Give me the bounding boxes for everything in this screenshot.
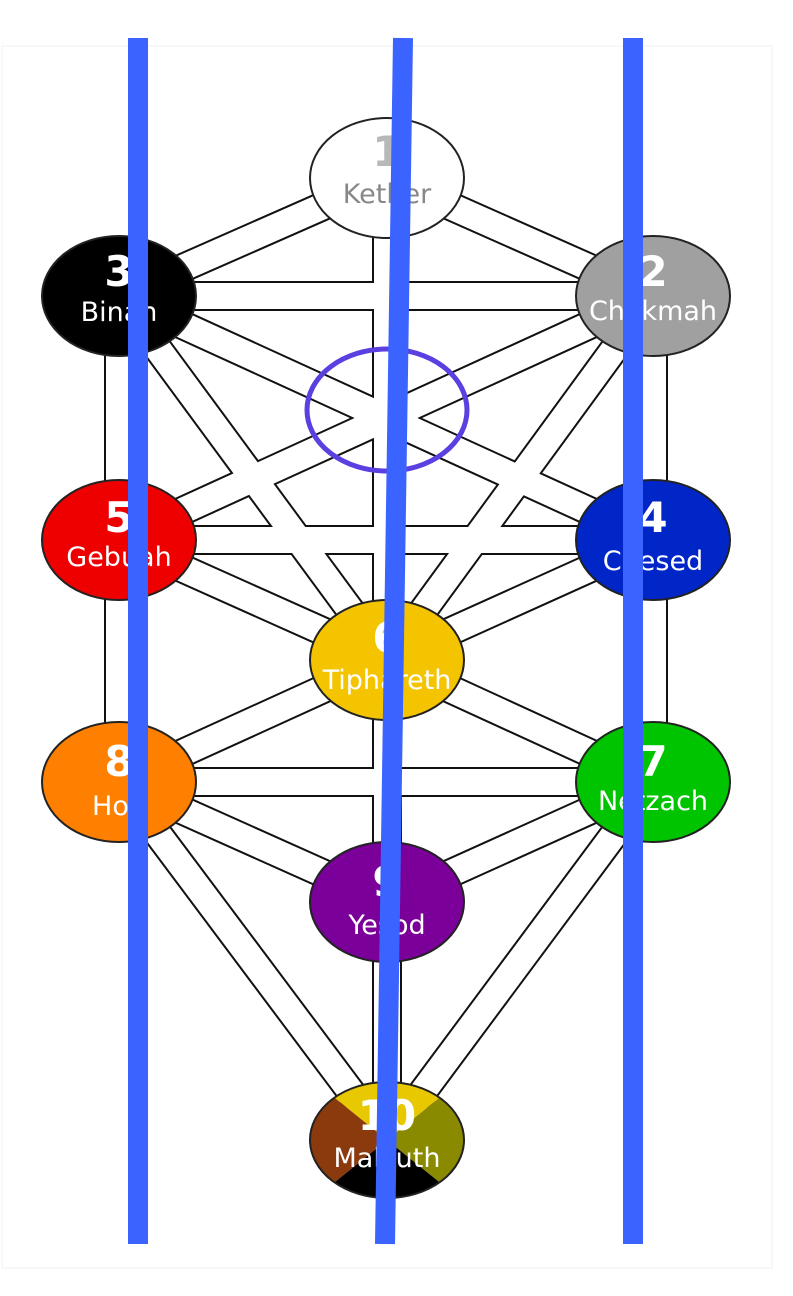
sephirah-gebuah: 5 Gebuah [41,479,197,601]
sephirah-gebuah-circle [41,479,197,601]
sephirah-chokmah-label: Chokmah [589,296,717,327]
sephirah-hod-circle [41,721,197,843]
sephirah-netzach-label: Netzach [598,786,708,817]
path-hod-malkuth [108,774,398,1148]
sephirah-gebuah-label: Gebuah [66,542,171,573]
sephirah-netzach-number: 7 [638,737,667,786]
sephirah-kether: 1 Kether [309,117,465,239]
path-binah-tiphareth [108,288,398,668]
sephirah-chokmah-circle [575,235,731,357]
sephirah-kether-circle [309,117,465,239]
sephirah-chesed-circle [575,479,731,601]
sephirah-chokmah: 2 Chokmah [575,235,731,357]
overlay-line-middle [375,37,413,1245]
sephirah-binah-circle [41,235,197,357]
sephirah-netzach-circle [575,721,731,843]
sephirah-chokmah-number: 2 [638,247,667,296]
sephirah-chesed-label: Chesed [603,546,703,577]
sephirah-kether-label: Kether [343,179,432,210]
sephirah-chesed-number: 4 [638,493,667,542]
path-binah-chesed [113,284,659,552]
path-netzach-malkuth [376,774,664,1148]
sephirah-hod: 8 Hod [41,721,197,843]
sephirah-netzach: 7 Netzach [575,721,731,843]
sephirah-binah: 3 Binah [41,235,197,357]
sephirah-chesed: 4 Chesed [575,479,731,601]
